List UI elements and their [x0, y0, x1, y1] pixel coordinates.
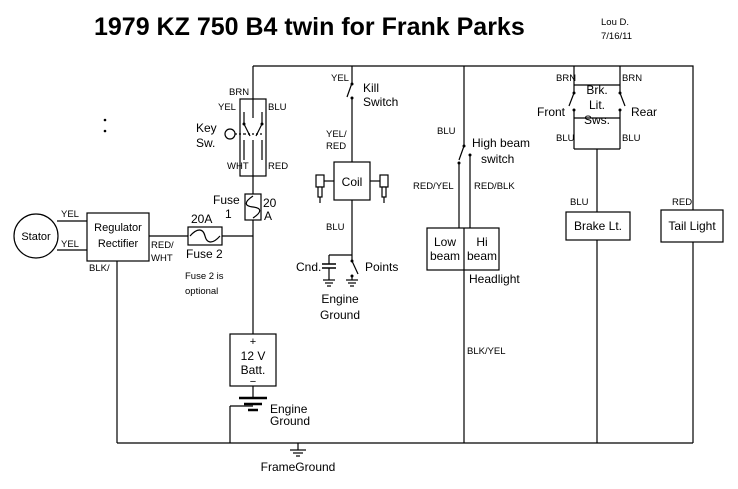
wire-label-reg-out-line2: WHT [151, 253, 173, 264]
fuse1-rating-line2: A [264, 209, 272, 223]
brake-light-label: Brake Lt. [574, 219, 622, 233]
tail-light-label: Tail Light [668, 219, 716, 233]
condenser [322, 263, 336, 287]
brake-switch-label-line3: Sws. [584, 113, 610, 127]
tail-light: Tail Light [660, 209, 724, 243]
frame-ground-label: FrameGround [261, 460, 336, 474]
points-label: Points [365, 260, 398, 274]
fuse2-note-line1: Fuse 2 is [185, 271, 224, 282]
headlight-label: Headlight [469, 272, 520, 286]
wire-label-stator-yel-top: YEL [61, 209, 79, 220]
regulator-label-line1: Regulator [94, 222, 142, 234]
key-switch-label-line2: Sw. [196, 136, 215, 150]
low-beam-line1: Low [434, 235, 456, 249]
spark-plug-right-icon [379, 174, 389, 203]
wire-label-hb-blu: BLU [437, 126, 456, 137]
wire-label-key-blu: BLU [268, 102, 287, 113]
brake-light-switches [568, 84, 626, 119]
wire-label-reg-blk: BLK/ [89, 263, 110, 274]
brake-switch-label-line1: Brk. [586, 83, 607, 97]
battery-label-line2: Batt. [241, 363, 266, 377]
wire-label-kill-yel: YEL [331, 73, 349, 84]
frame-ground-symbol [290, 449, 306, 457]
junction-dot [103, 118, 107, 122]
ignition-coil: Coil [333, 161, 371, 201]
fuse2-note-line2: optional [185, 286, 218, 297]
engine-ground-bottom-line1: Engine [270, 402, 308, 416]
high-beam-switch [457, 144, 472, 165]
key-switch [224, 98, 267, 177]
battery-label-line1: 12 V [241, 349, 266, 363]
date-label: 7/16/11 [601, 31, 632, 42]
wire-label-brk-blu-rear: BLU [622, 133, 641, 144]
wire-label-hb-red-blk: RED/BLK [474, 181, 515, 192]
battery: + 12 V Batt. − [229, 333, 277, 388]
high-beam-switch-line1: High beam [472, 136, 530, 150]
wire-label-brk-brn-front: BRN [556, 73, 576, 84]
fuse1-rating-line1: 20 [263, 196, 277, 210]
author-label: Lou D. [601, 17, 629, 28]
battery-minus: − [250, 376, 256, 388]
rear-label: Rear [631, 105, 657, 119]
fuse-1 [244, 193, 262, 221]
junction-dot [103, 129, 107, 133]
fuse1-label-line2: 1 [225, 207, 232, 221]
kill-switch-label-line2: Switch [363, 95, 398, 109]
fuse2-rating: 20A [191, 212, 212, 226]
regulator-label-line2: Rectifier [98, 238, 139, 250]
wire-label-stator-yel-bottom: YEL [61, 239, 79, 250]
front-label: Front [537, 105, 566, 119]
engine-ground-bottom-line2: Ground [270, 414, 310, 428]
wire-label-brake-light-blu: BLU [570, 197, 589, 208]
wires [57, 65, 694, 450]
stator: Stator [13, 213, 59, 259]
wire-label-brk-brn-rear: BRN [622, 73, 642, 84]
headlight: Low beam Hi beam [426, 227, 500, 271]
engine-ground-top-line2: Ground [320, 308, 360, 322]
brake-light: Brake Lt. [565, 211, 631, 241]
wire-label-tail-red: RED [672, 197, 692, 208]
wire-label-key-yel: YEL [218, 102, 236, 113]
hi-beam-line2: beam [467, 249, 497, 263]
hi-beam-line1: Hi [476, 235, 487, 249]
points [346, 259, 359, 287]
brake-switch-label-line2: Lit. [589, 98, 605, 112]
wire-label-reg-out-line1: RED/ [151, 240, 174, 251]
coil-label: Coil [342, 175, 363, 189]
wire-label-key-red: RED [268, 161, 288, 172]
wire-label-coil-in-line1: YEL/ [326, 129, 347, 140]
stator-label: Stator [21, 231, 51, 243]
fuse1-label-line1: Fuse [213, 193, 240, 207]
key-switch-label-line1: Key [196, 121, 217, 135]
wire-label-key-wht: WHT [227, 161, 249, 172]
wire-label-coil-in-line2: RED [326, 141, 346, 152]
high-beam-switch-line2: switch [481, 152, 514, 166]
wire-label-key-brn: BRN [229, 87, 249, 98]
low-beam-line2: beam [430, 249, 460, 263]
wire-label-hb-red-yel: RED/YEL [413, 181, 454, 192]
condenser-label: Cnd. [296, 260, 321, 274]
spark-plug-left-icon [315, 174, 325, 203]
regulator-rectifier: Regulator Rectifier [86, 212, 150, 262]
fuse2-label: Fuse 2 [186, 247, 223, 261]
wire-label-headlight-ground: BLK/YEL [467, 346, 506, 357]
battery-plus: + [250, 336, 256, 348]
engine-ground-symbol [239, 396, 267, 412]
diagram-title: 1979 KZ 750 B4 twin for Frank Parks [94, 13, 525, 41]
kill-switch [346, 82, 354, 107]
engine-ground-top-line1: Engine [321, 292, 359, 306]
wire-label-coil-blu: BLU [326, 222, 345, 233]
wire-label-brk-blu-front: BLU [556, 133, 575, 144]
fuse-2 [187, 226, 223, 246]
kill-switch-label-line1: Kill [363, 81, 379, 95]
